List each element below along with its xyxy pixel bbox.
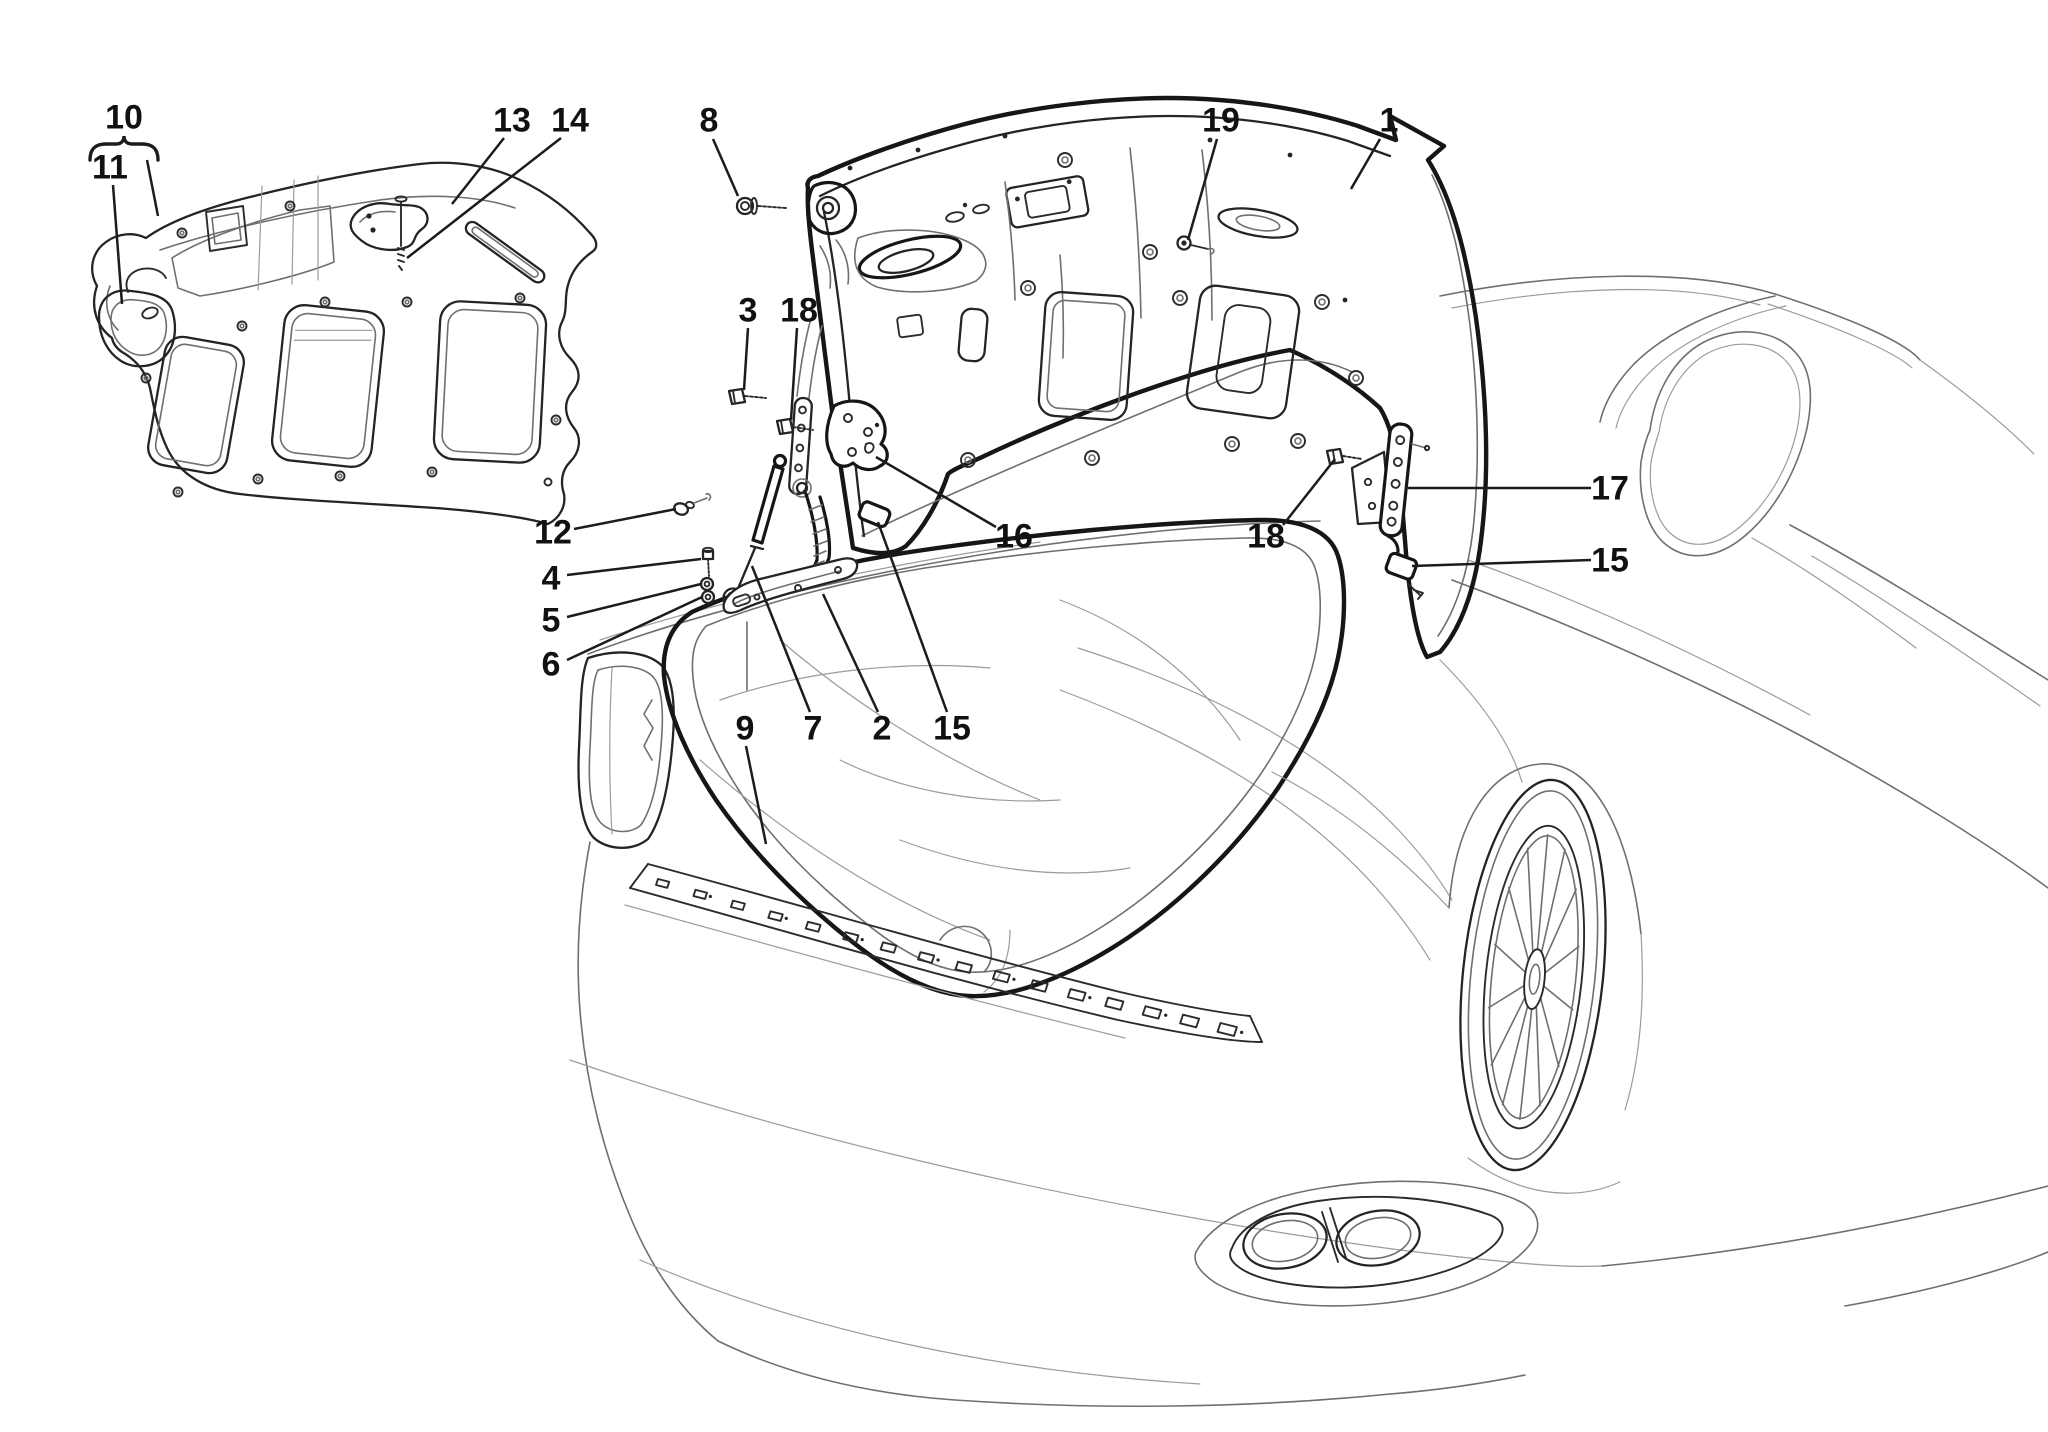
callout-17: 17	[1591, 469, 1629, 508]
callout-9: 9	[735, 709, 755, 748]
callout-14: 14	[551, 101, 589, 140]
bolt-3	[727, 387, 767, 406]
callout-18-right: 18	[1247, 517, 1285, 556]
leader-line-12	[573, 507, 677, 531]
leader-line-4	[566, 557, 702, 577]
right-hinge-plate	[1325, 422, 1431, 558]
callout-18-left: 18	[780, 291, 818, 330]
leader-line-1	[1349, 138, 1382, 190]
hinge-link	[775, 321, 823, 498]
leader-line-18-right	[1282, 458, 1336, 526]
leader-line-18-left	[789, 327, 799, 421]
trunk-lid	[805, 95, 1489, 660]
lid-screw-19	[1176, 235, 1215, 255]
callout-13: 13	[493, 101, 531, 140]
leader-line-10	[145, 159, 160, 217]
bolt-4-washers	[699, 546, 716, 605]
hinge-bolt-right	[1325, 447, 1363, 466]
callout-16: 16	[995, 517, 1033, 556]
tail-lamp	[577, 651, 675, 849]
lock-grommet	[806, 180, 858, 289]
hinge-bracket-16	[825, 399, 889, 472]
leader-line-19	[1186, 138, 1219, 241]
buffer-pad-right	[1384, 551, 1424, 600]
hinge-assembly	[699, 196, 889, 691]
leader-line-6	[566, 595, 703, 662]
callout-2: 2	[872, 709, 892, 748]
callout-10: 10	[105, 98, 143, 137]
leader-line-9	[744, 745, 768, 845]
callout-15-right: 15	[1591, 541, 1629, 580]
leader-line-11	[111, 184, 124, 305]
rear-wheel	[1271, 763, 2048, 1307]
callout-8: 8	[699, 101, 719, 140]
liner-pocket	[97, 267, 177, 368]
leader-line-8	[711, 138, 740, 197]
sill-tread-plate	[624, 863, 1263, 1043]
leader-line-16	[875, 455, 997, 529]
aperture-inner-lip	[691, 537, 1322, 973]
screw-8	[735, 196, 787, 216]
callout-12: 12	[534, 513, 572, 552]
leader-line-15-right	[1411, 558, 1592, 568]
leader-line-3	[742, 327, 750, 391]
callout-leaders	[88, 135, 1592, 845]
callout-4: 4	[541, 559, 561, 598]
car-body	[569, 275, 2048, 1408]
leader-line-5	[566, 582, 702, 619]
leader-line-13	[451, 137, 505, 205]
liner-panel	[91, 161, 712, 526]
callout-5: 5	[541, 601, 561, 640]
callout-19: 19	[1202, 101, 1240, 140]
hinge-base-plate	[722, 557, 859, 691]
callout-6: 6	[541, 645, 561, 684]
callout-11: 11	[92, 148, 128, 187]
callout-1: 1	[1379, 101, 1399, 140]
trunk-seal	[661, 517, 1347, 999]
liner-push-pin	[543, 477, 712, 516]
leader-line-15-mid	[876, 521, 949, 713]
leader-line-14	[406, 137, 562, 259]
hinge-arm	[804, 492, 832, 578]
leader-line-2	[821, 593, 880, 713]
callout-3: 3	[738, 291, 758, 330]
bolt-18-left	[775, 417, 814, 436]
callout-7: 7	[803, 709, 823, 748]
liner-bracket	[349, 202, 429, 251]
group-brace-10	[88, 135, 160, 162]
exhaust-tips	[1194, 1180, 1539, 1307]
leader-line-7	[750, 565, 812, 713]
buffer-pad-mid	[857, 500, 892, 529]
liner-screw	[394, 195, 408, 271]
callout-15-mid: 15	[933, 709, 971, 748]
